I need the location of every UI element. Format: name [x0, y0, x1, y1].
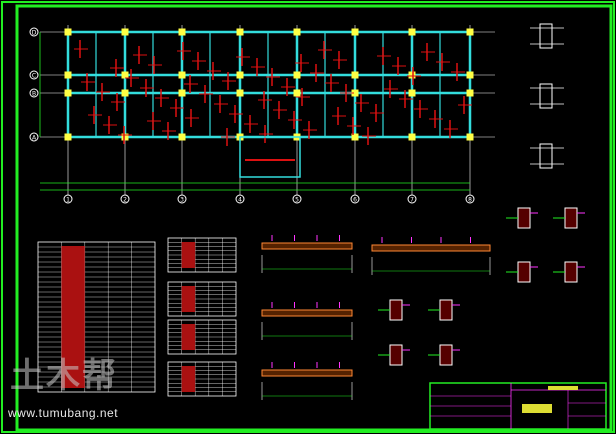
- axis-label: 1: [66, 197, 70, 204]
- axis-label: 4: [238, 197, 242, 204]
- axis-bubble: [29, 132, 39, 142]
- beam-elevation: [371, 244, 491, 252]
- axis-bubble: [29, 27, 39, 37]
- column: [408, 71, 416, 79]
- table-highlight: [181, 366, 196, 392]
- section-detail: [389, 344, 403, 366]
- column: [64, 28, 72, 36]
- stair-area: [239, 136, 301, 178]
- column: [466, 133, 474, 141]
- table-highlight: [181, 286, 196, 312]
- table-highlight: [61, 246, 85, 388]
- column: [351, 71, 359, 79]
- column-detail: [539, 143, 553, 169]
- axis-bubble: [120, 194, 130, 204]
- axis-label: 2: [123, 197, 127, 204]
- column: [178, 71, 186, 79]
- column: [236, 89, 244, 97]
- section-detail: [517, 261, 531, 283]
- project-name: [548, 386, 578, 390]
- section-detail: [439, 344, 453, 366]
- column: [178, 28, 186, 36]
- column: [293, 89, 301, 97]
- column: [64, 71, 72, 79]
- watermark-url: www.tumubang.net: [8, 406, 119, 420]
- section-detail: [564, 261, 578, 283]
- watermark-logo: 土木帮: [10, 357, 118, 395]
- column: [64, 89, 72, 97]
- column: [466, 28, 474, 36]
- axis-bubble: [235, 194, 245, 204]
- column: [121, 89, 129, 97]
- axis-bubble: [465, 194, 475, 204]
- column: [178, 89, 186, 97]
- axis-bubble: [292, 194, 302, 204]
- axis-label: 8: [468, 197, 472, 204]
- axis-label: A: [32, 135, 37, 142]
- column: [121, 28, 129, 36]
- beam-elevation: [261, 309, 353, 317]
- column: [121, 133, 129, 141]
- axis-bubble: [177, 194, 187, 204]
- axis-label: B: [32, 91, 36, 98]
- column: [466, 71, 474, 79]
- section-detail: [517, 207, 531, 229]
- axis-label: 7: [410, 197, 414, 204]
- column: [121, 71, 129, 79]
- column-detail: [539, 83, 553, 109]
- column: [408, 28, 416, 36]
- column: [408, 133, 416, 141]
- column: [351, 133, 359, 141]
- axis-label: D: [32, 30, 37, 37]
- drawing-title: [522, 404, 552, 413]
- axis-bubble: [29, 70, 39, 80]
- column-detail: [539, 23, 553, 49]
- column: [236, 28, 244, 36]
- axis-bubble: [350, 194, 360, 204]
- drawing-border: [15, 4, 613, 432]
- section-detail: [439, 299, 453, 321]
- column: [408, 89, 416, 97]
- column: [236, 71, 244, 79]
- column: [466, 89, 474, 97]
- column: [351, 28, 359, 36]
- axis-bubble: [407, 194, 417, 204]
- column: [64, 133, 72, 141]
- column: [293, 71, 301, 79]
- column: [293, 28, 301, 36]
- axis-label: 6: [353, 197, 357, 204]
- table-highlight: [181, 242, 196, 268]
- axis-label: 3: [180, 197, 184, 204]
- axis-bubble: [29, 88, 39, 98]
- axis-label: C: [32, 73, 36, 80]
- section-detail: [389, 299, 403, 321]
- section-detail: [564, 207, 578, 229]
- column: [178, 133, 186, 141]
- axis-bubble: [63, 194, 73, 204]
- axis-label: 5: [295, 197, 299, 204]
- beam-elevation: [261, 242, 353, 250]
- table-highlight: [181, 324, 196, 350]
- beam-elevation: [261, 369, 353, 377]
